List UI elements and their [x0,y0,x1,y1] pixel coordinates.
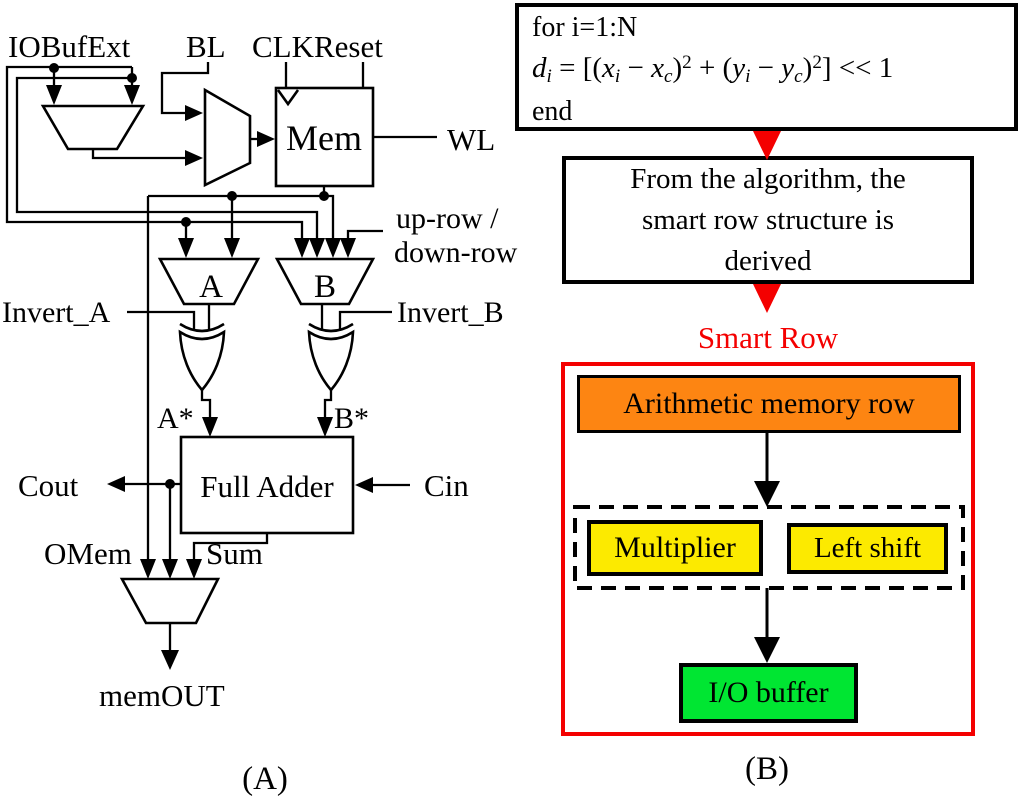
smart-row-title: Smart Row [697,320,839,355]
xor-gate-b [307,322,355,392]
label-clkreset: CLKReset [252,29,383,64]
derived-line-2: smart row structure is [641,203,895,236]
algorithm-line-3: end [532,96,573,127]
output-mux [119,577,221,625]
label-cout: Cout [18,468,79,503]
caption-b: (B) [745,751,789,787]
arrowheads [46,85,373,670]
algorithm-formula: di = [(xi − xc)2 + (yi − yc)2] << 1 [532,52,894,87]
red-arrow-icon-2 [753,284,781,313]
label-mux-b: B [314,269,336,305]
label-sum: Sum [206,536,263,571]
panel-a-circuit: IOBufExt BL CLKReset Mem WL up-row / dow… [2,29,518,797]
label-mem: Mem [286,118,362,158]
xor-gate-a [178,322,226,392]
full-adder-box [179,435,355,535]
label-memout: memOUT [99,678,225,713]
derived-note-box: From the algorithm, the smart row struct… [562,156,974,284]
derived-line-1: From the algorithm, the [630,162,906,195]
label-full-adder: Full Adder [200,469,334,504]
caption-a: (A) [242,761,288,797]
mem-clock-notch-icon [276,89,300,107]
label-cin: Cin [424,468,469,503]
mem-cell [274,86,375,188]
io-buffer-box: I/O buffer [679,663,858,723]
junction-dots [49,63,329,489]
label-a-star: A* [157,402,194,435]
wires [5,62,437,650]
label-iobufext: IOBufExt [8,29,131,64]
algorithm-box: for i=1:N di = [(xi − xc)2 + (yi − yc)2]… [515,3,1018,131]
smart-row-container [561,362,975,736]
arithmetic-memory-row-box: Arithmetic memory row [577,375,961,433]
multiplier-box: Multiplier [587,520,763,576]
mux-a [157,257,261,306]
input-mux [40,104,146,151]
algorithm-line-1: for i=1:N [532,12,638,43]
label-wl: WL [447,122,495,157]
label-up-row: up-row / [396,202,499,235]
label-invert-b: Invert_B [397,296,504,329]
mux-b [274,257,376,306]
label-omem: OMem [44,536,132,571]
bl-write-mux [203,87,252,188]
label-b-star: B* [334,402,369,435]
label-invert-a: Invert_A [2,296,111,329]
left-shift-box: Left shift [787,523,948,574]
label-mux-a: A [199,269,223,305]
label-bl: BL [186,29,226,64]
derived-line-3: derived [724,244,812,277]
label-down-row: down-row [394,236,518,269]
